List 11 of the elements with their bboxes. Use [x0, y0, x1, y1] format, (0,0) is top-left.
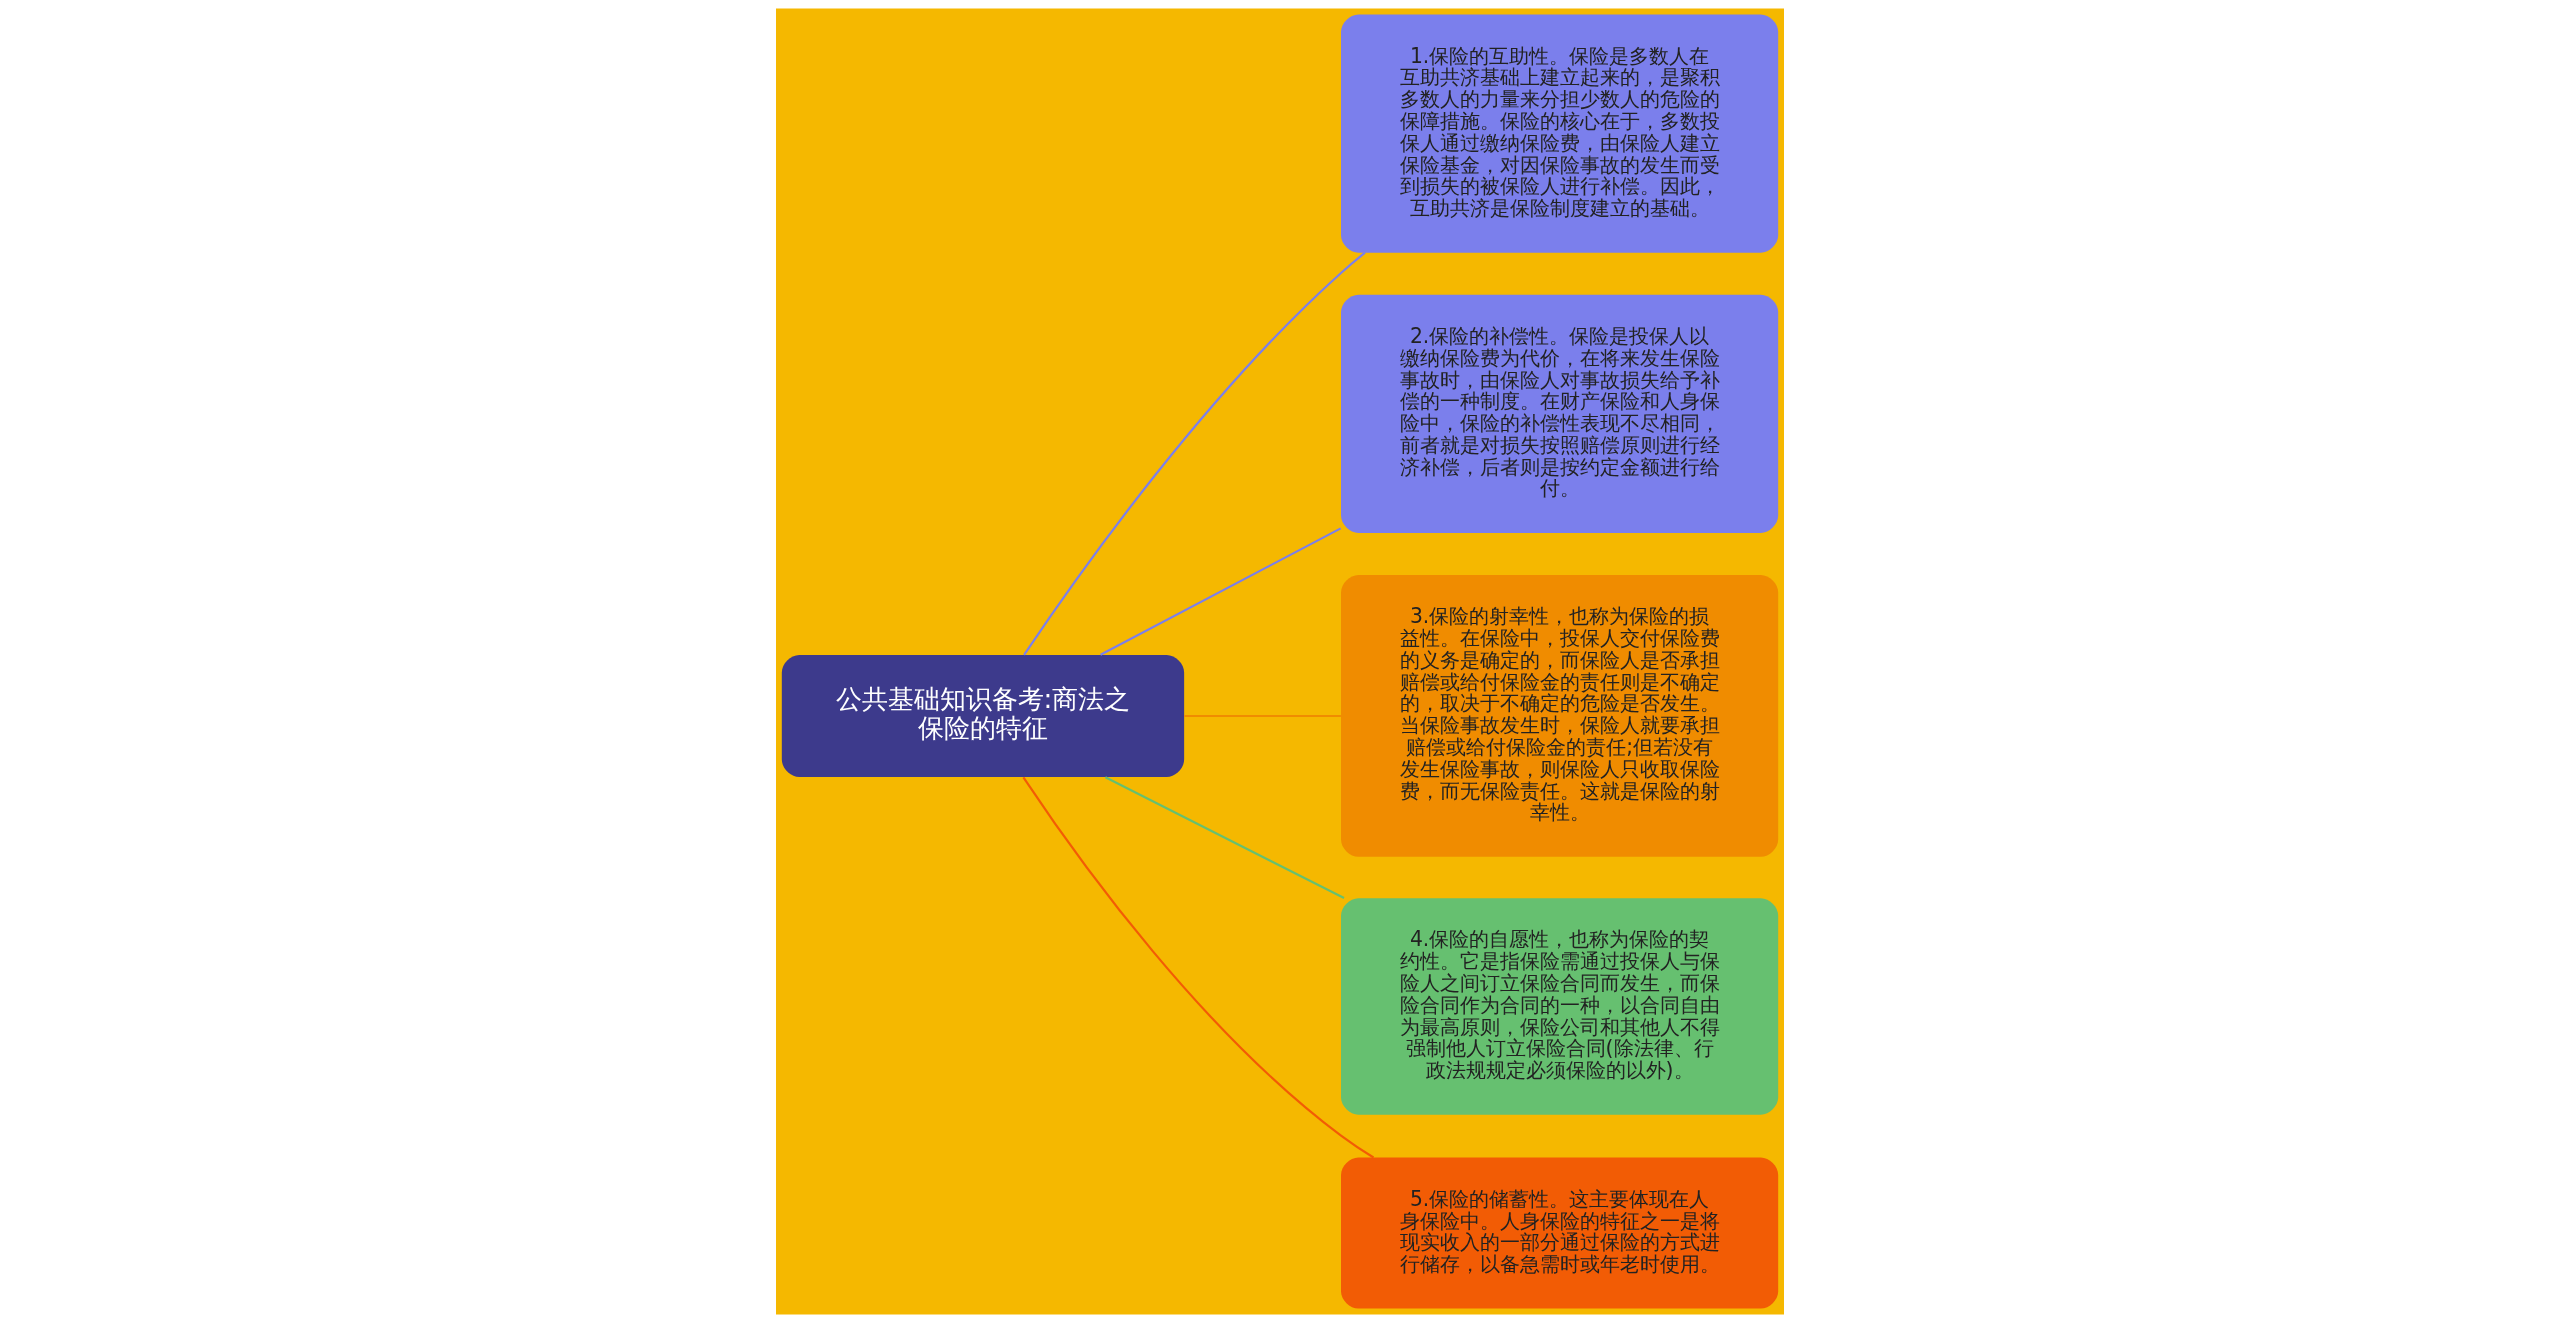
connector [1100, 527, 1342, 656]
node-box: 4.保险的自愿性，也称为保险的契约性。它是指保险需通过投保人与保险人之间订立保险合同而发生，而保险合同作为合同的一种，以合同自由为最高原则，保险公司和其他人不得强制他人订立保险合同(除法律、行政法规规定必须保险的以外)。 [1341, 898, 1779, 1115]
node-box: 2.保险的补偿性。保险是投保人以缴纳保险费为代价，在将来发生保险事故时，由保险人对事故损失给予补偿的一种制度。在财产保险和人身保险中，保险的补偿性表现不尽相同，前者就是对损失按照赔偿原则进行经济补偿，后者则是按约定金额进行给付。 [1341, 294, 1779, 533]
connector [1104, 776, 1345, 900]
connector [1023, 251, 1366, 656]
node-box: 5.保险的储蓄性。这主要体现在人身保险中。人身保险的特征之一是将现实收入的一部分通过保险的方式进行储存，以备急需时或年老时使用。 [1341, 1157, 1779, 1309]
connector [1022, 776, 1375, 1159]
connector [1184, 714, 1341, 718]
node-box: 1.保险的互助性。保险是多数人在互助共济基础上建立起来的，是聚积多数人的力量来分担少数人的危险的保障措施。保险的核心在于，多数投保人通过缴纳保险费，由保险人建立保险基金，对因保险事故的发生而受到损失的被保险人进行补偿。因此，互助共济是保险制度建立的基础。 [1341, 14, 1779, 253]
node-box: 3.保险的射幸性，也称为保险的损益性。在保险中，投保人交付保险费的义务是确定的，而保险人是否承担赔偿或给付保险金的责任则是不确定的，取决于不确定的危险是否发生。当保险事故发生时，保险人就要承担赔偿或给付保险金的责任;但若没有发生保险事故，则保险人只收取保险费，而无保险责任。这就是保险的射幸性。 [1341, 575, 1779, 857]
node-box: 公共基础知识备考:商法之保险的特征 [781, 654, 1185, 777]
